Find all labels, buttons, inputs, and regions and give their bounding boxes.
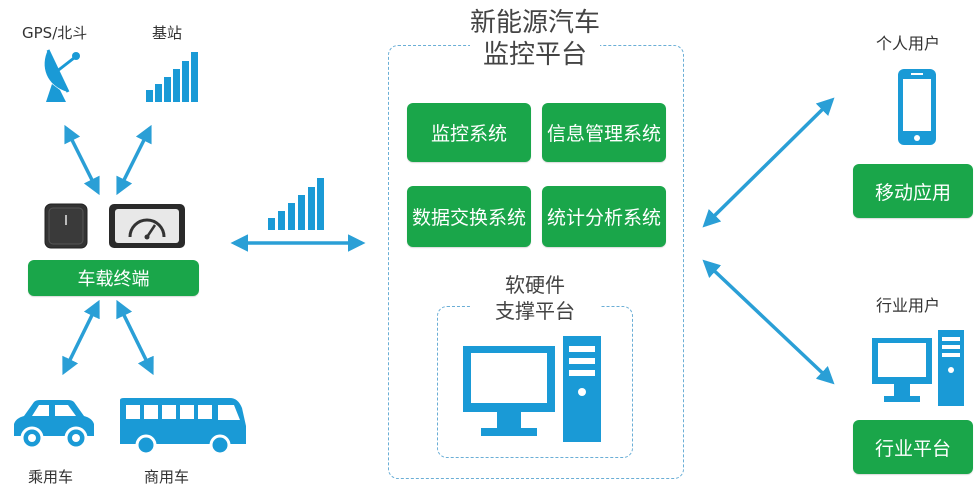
- base-station-label: 基站: [152, 24, 183, 42]
- network-signal-icon: [268, 178, 324, 230]
- signal-bars-icon: [146, 52, 198, 102]
- personal-user-label: 个人用户: [876, 34, 941, 53]
- mobile-phone-icon: [897, 68, 937, 146]
- car-icon: [10, 398, 96, 452]
- desktop-computer-icon: [463, 336, 603, 444]
- arrow-platform-industry: [702, 259, 835, 385]
- arrow-station-terminal: [116, 124, 152, 196]
- platform-title-line2: 监控平台: [470, 40, 600, 70]
- industry-computer-icon: [872, 330, 964, 408]
- platform-title-line1: 新能源汽车: [469, 8, 600, 38]
- support-title-line2: 支撑平台: [470, 298, 600, 324]
- module-data-exchange-system[interactable]: 数据交换系统: [407, 186, 531, 247]
- arrow-terminal-car: [62, 299, 100, 376]
- module-info-management-system[interactable]: 信息管理系统: [542, 103, 666, 162]
- industry-platform-button[interactable]: 行业平台: [853, 420, 973, 474]
- terminal-device-icon: [44, 203, 88, 249]
- industry-user-label: 行业用户: [876, 296, 941, 315]
- arrow-terminal-bus: [116, 299, 154, 376]
- arrow-platform-personal: [702, 97, 835, 228]
- dashboard-gauge-icon: [108, 203, 186, 249]
- vehicle-terminal-label: 车载终端: [28, 260, 199, 296]
- satellite-dish-icon: [30, 44, 90, 106]
- passenger-car-label: 乘用车: [28, 468, 74, 486]
- module-monitoring-system[interactable]: 监控系统: [407, 103, 531, 162]
- gps-label: GPS/北斗: [22, 24, 88, 42]
- commercial-vehicle-label: 商用车: [144, 468, 190, 486]
- mobile-app-button[interactable]: 移动应用: [853, 164, 973, 218]
- arrow-gps-terminal: [64, 124, 100, 196]
- module-statistics-analysis-system[interactable]: 统计分析系统: [542, 186, 666, 247]
- bus-icon: [116, 396, 248, 456]
- support-title-line1: 软硬件: [505, 273, 565, 297]
